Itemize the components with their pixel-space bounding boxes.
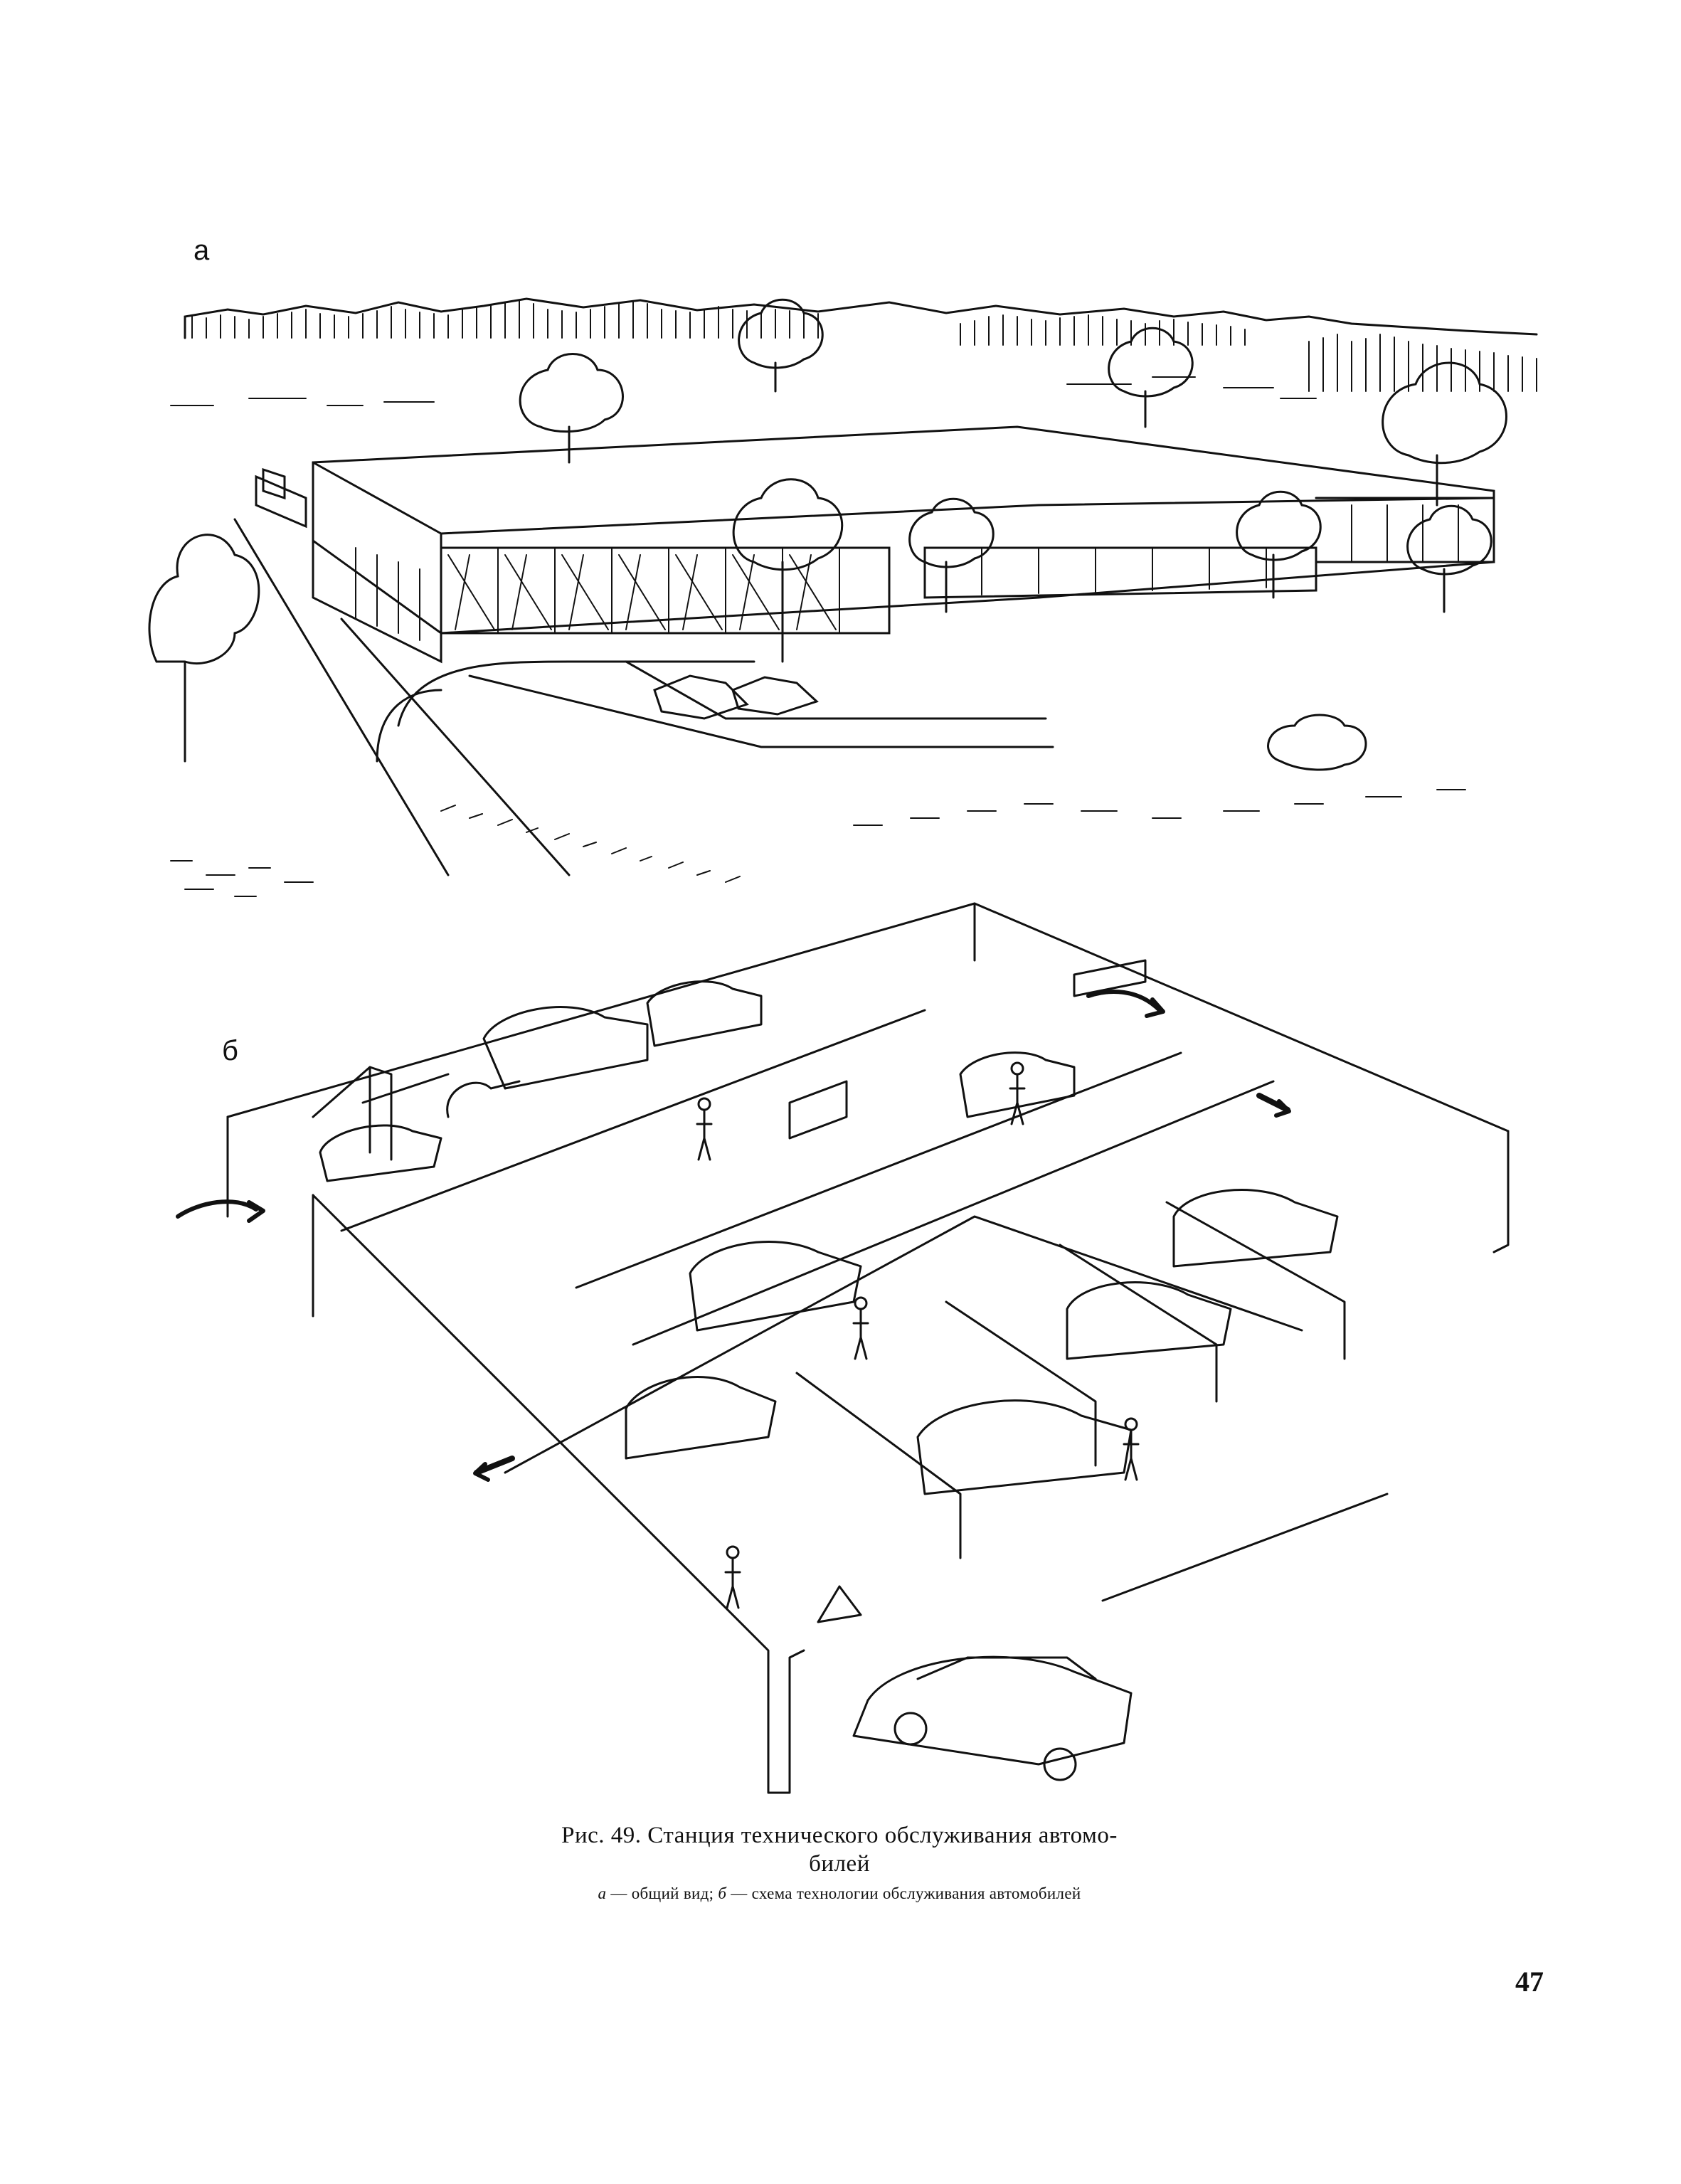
station-exterior-illustration — [148, 297, 1538, 897]
page-number: 47 — [1515, 1966, 1544, 1998]
caption-legend-a-text: — общий вид; — [606, 1885, 718, 1902]
caption-legend: а — общий вид; б — схема технологии обсл… — [455, 1881, 1224, 1907]
service-technology-scheme-illustration — [176, 902, 1510, 1794]
panel-a-label: а — [193, 235, 210, 266]
caption-line-2: билей — [809, 1851, 870, 1877]
caption-legend-b-letter: б — [718, 1885, 727, 1902]
caption-legend-a-letter: а — [598, 1885, 607, 1902]
caption-line-1: Рис. 49. Станция технического обслуживан… — [561, 1823, 1118, 1848]
panel-b-label: б — [222, 1035, 238, 1066]
caption-legend-b-text: — схема технологии обслуживания автомоби… — [726, 1885, 1081, 1902]
figure-caption: Рис. 49. Станция технического обслуживан… — [455, 1821, 1224, 1907]
